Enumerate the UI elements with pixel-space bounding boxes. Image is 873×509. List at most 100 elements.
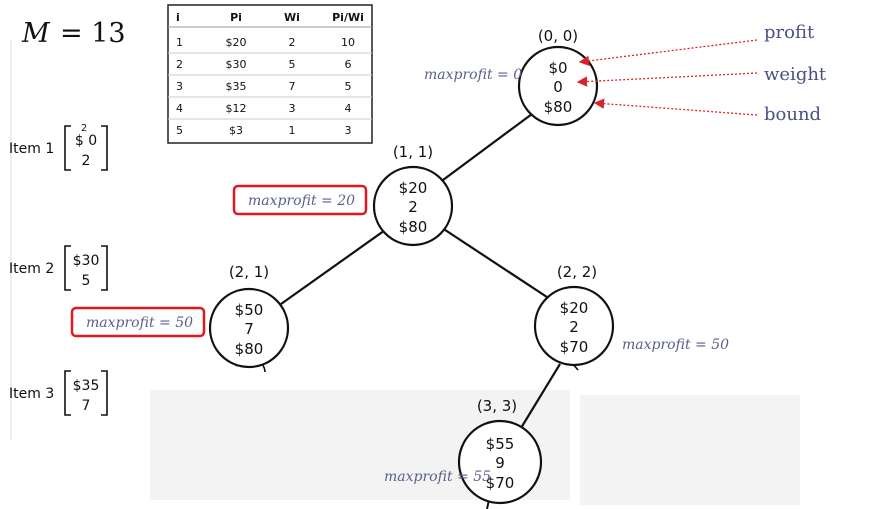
node-label: (0, 0): [538, 27, 578, 45]
item-vector: Item 2 $30 5: [9, 245, 108, 291]
table-cell: $3: [229, 124, 243, 137]
legend-weight: weight: [764, 64, 827, 85]
node-bound: $80: [544, 98, 573, 116]
node-profit: $20: [399, 179, 428, 197]
maxprofit-highlight-box: [70, 306, 206, 338]
tree-node: (0, 0) $00 $80 maxprofit = 0: [424, 27, 599, 127]
node-label: (3, 3): [477, 397, 517, 415]
table-cell: 1: [176, 36, 183, 49]
table-header-cell: i: [176, 11, 180, 24]
node-weight: 2: [569, 318, 579, 336]
left-bracket: [64, 125, 71, 171]
node-circle: [208, 287, 290, 369]
table-cell: 4: [345, 102, 352, 115]
item-vector-label: Item 1: [9, 141, 54, 157]
legend: profit weight bound: [576, 22, 827, 125]
node-circle: [517, 45, 599, 127]
tree-node: (2, 1) $507 $80 maxprofit = 50: [70, 263, 290, 369]
legend-arrow-profit: [578, 39, 758, 67]
node-weight: 0: [553, 78, 563, 96]
tree-edges: [235, 113, 579, 509]
item-vector-label: Item 3: [9, 386, 54, 402]
node-bound: $80: [235, 340, 264, 358]
node-label: (2, 2): [557, 263, 597, 281]
left-bracket: [64, 370, 71, 416]
node-maxprofit: maxprofit = 50: [86, 315, 193, 331]
node-profit: $0: [548, 59, 567, 77]
items-table-header: i Pi Wi Pi/Wi: [168, 11, 372, 28]
table-header-cell: Wi: [284, 11, 300, 24]
item-vector-weight: 5: [82, 273, 91, 289]
table-cell: 10: [341, 36, 355, 49]
table-cell: 2: [289, 36, 296, 49]
items-table-border: [167, 4, 373, 144]
node-profit: $55: [486, 435, 515, 453]
edge-11-22: [432, 221, 554, 302]
table-cell: 3: [345, 124, 352, 137]
table-cell: 1: [289, 124, 296, 137]
node-maxprofit: maxprofit = 50: [622, 337, 729, 353]
node-label: (2, 1): [229, 263, 269, 281]
table-header-cell: Pi/Wi: [332, 11, 364, 24]
item-vector: Item 3 $35 7: [9, 370, 108, 416]
legend-profit: profit: [764, 22, 815, 43]
node-profit: $50: [235, 301, 264, 319]
item-vector-mark: 2: [81, 123, 87, 134]
edge-22-33: [520, 363, 561, 429]
node-bound: $80: [399, 218, 428, 236]
node-maxprofit: maxprofit = 0: [424, 67, 522, 83]
table-cell: 2: [176, 58, 183, 71]
legend-bound: bound: [764, 104, 821, 125]
table-cell: $20: [226, 36, 247, 49]
table-cell: 3: [289, 102, 296, 115]
node-circle: [533, 285, 615, 367]
node-circle: [372, 165, 454, 247]
item-vector-profit: $35: [73, 378, 100, 394]
background-smudge: [580, 395, 800, 505]
node-bound: $70: [486, 474, 515, 492]
node-label: (1, 1): [393, 143, 433, 161]
capacity-var: M: [21, 18, 51, 49]
capacity-value: = 13: [60, 18, 126, 49]
right-bracket: [101, 125, 108, 171]
legend-arrow-weight: [576, 72, 758, 87]
table-cell: $12: [226, 102, 247, 115]
right-bracket: [101, 370, 108, 416]
item-vector: Item 1$ 022: [9, 123, 108, 171]
table-cell: 5: [345, 80, 352, 93]
node-weight: 7: [244, 320, 254, 338]
node-maxprofit: maxprofit = 20: [248, 193, 355, 209]
table-cell: 7: [289, 80, 296, 93]
legend-arrow-bound: [593, 98, 758, 116]
maxprofit-highlight-box: [232, 184, 368, 216]
table-cell: 5: [289, 58, 296, 71]
table-header-cell: Pi: [230, 11, 242, 24]
item-vector-label: Item 2: [9, 261, 54, 277]
item-vector-weight: 7: [82, 398, 91, 414]
table-cell: 5: [176, 124, 183, 137]
node-circle: [457, 419, 543, 505]
tree-node: (2, 2) $202 $70 maxprofit = 50: [533, 263, 729, 367]
edge-11-21: [280, 227, 389, 305]
table-cell: $35: [226, 80, 247, 93]
tree-node: (1, 1) $202 $80 maxprofit = 20: [232, 143, 454, 247]
item-vector-profit: $ 0: [75, 133, 97, 149]
left-bracket: [64, 245, 71, 291]
node-profit: $20: [560, 299, 589, 317]
node-weight: 2: [408, 198, 418, 216]
table-cell: 6: [345, 58, 352, 71]
item-vector-profit: $30: [73, 253, 100, 269]
items-table-body: 1 $20 2 10 2 $30 5 6 3 $35 7 5 4 $12 3 4 5 $3 1 3: [168, 36, 372, 137]
right-bracket: [101, 245, 108, 291]
table-cell: $30: [226, 58, 247, 71]
node-weight: 9: [495, 454, 505, 472]
table-cell: 3: [176, 80, 183, 93]
node-bound: $70: [560, 338, 589, 356]
table-cell: 4: [176, 102, 183, 115]
edge-00-11: [442, 113, 533, 181]
